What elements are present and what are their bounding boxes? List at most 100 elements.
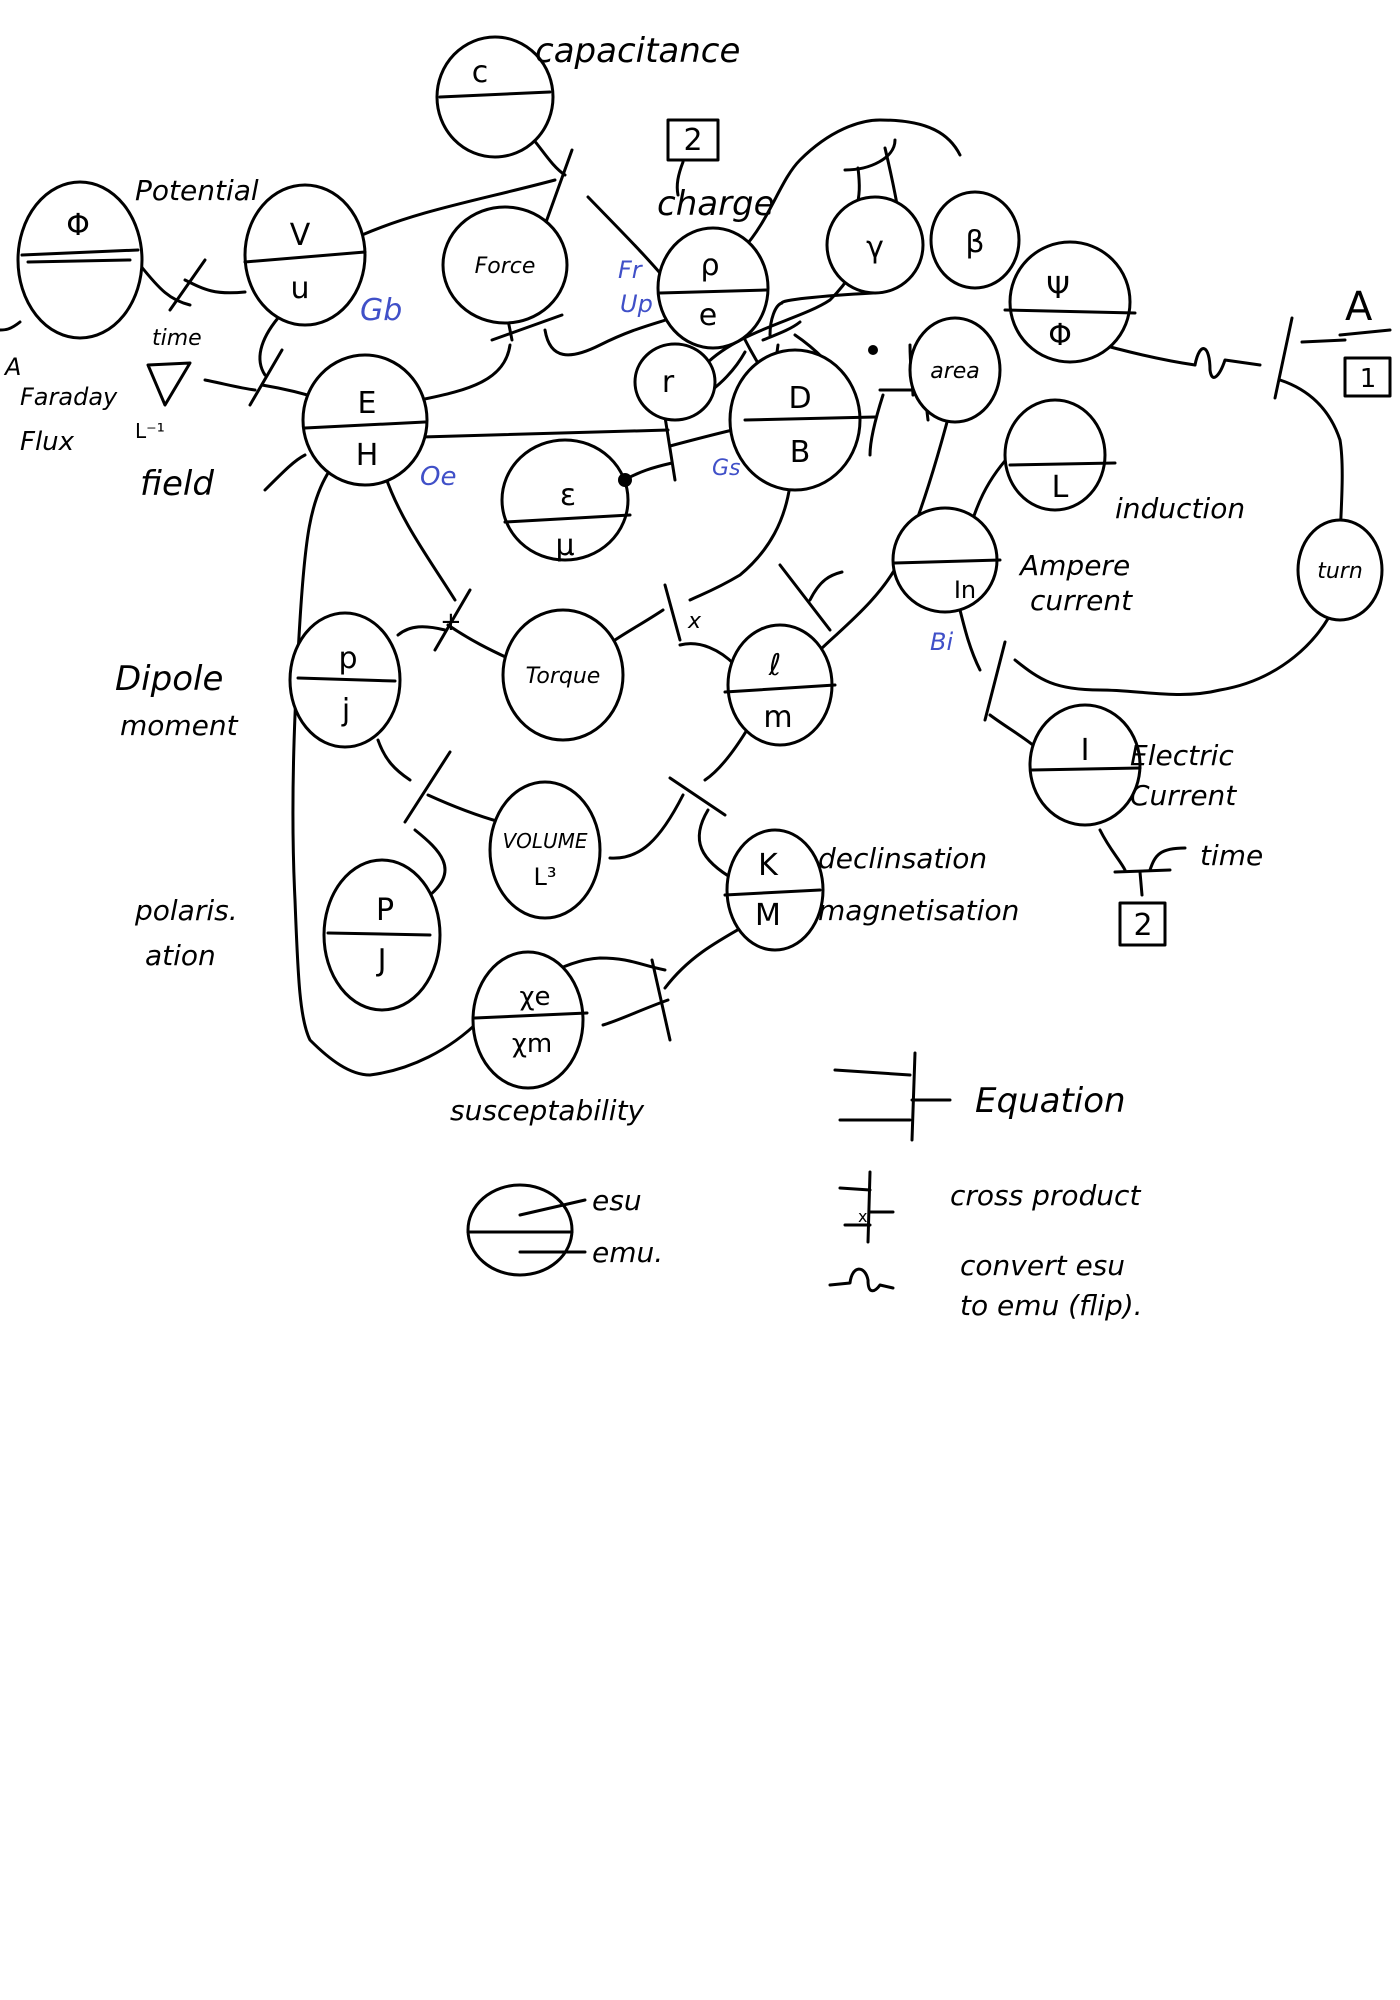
equation-bar	[543, 148, 574, 227]
edge-eq-kappa	[697, 808, 737, 882]
edge-eqbar-potential	[183, 278, 247, 295]
node-kappa[interactable]: K M	[723, 828, 825, 952]
legend-node: esu emu.	[466, 1183, 663, 1277]
edge-eq-turn	[1278, 378, 1344, 547]
lm-emu-symbol: m	[763, 700, 792, 735]
node-dipole[interactable]: p j	[288, 611, 402, 749]
inductance-emu-symbol: L	[1052, 470, 1069, 505]
node-field[interactable]: E H	[301, 353, 429, 487]
db-esu-symbol: D	[788, 381, 811, 416]
edge-eq-lm	[678, 642, 737, 667]
flux-label: Flux	[20, 427, 75, 457]
node-lm[interactable]: ℓ m	[723, 623, 837, 747]
chi-m-symbol: χm	[512, 1029, 552, 1059]
flip-glyph-icon	[828, 1267, 895, 1293]
edge-psi-db	[768, 291, 875, 337]
polarisation-label: polaris.	[134, 894, 238, 927]
turn-label: turn	[1317, 559, 1363, 584]
electric-current-label: Current	[1130, 779, 1237, 812]
phi-emu-symbol: Φ	[1048, 318, 1072, 353]
edge-eq-volume	[426, 793, 502, 824]
node-polarisation[interactable]: P J	[322, 858, 442, 1012]
edge-potential-cap	[360, 178, 557, 237]
charge-esu-symbol: ρ	[700, 248, 719, 283]
field-esu-symbol: E	[358, 386, 377, 421]
node-force[interactable]: Force	[441, 205, 569, 325]
potential-label: Potential	[135, 174, 259, 207]
node-torque[interactable]: Torque	[501, 608, 625, 742]
equation-bar	[778, 563, 832, 632]
node-potential[interactable]: V u	[243, 183, 367, 327]
edge-current-time	[1098, 828, 1127, 872]
node-inductance[interactable]: L	[1003, 398, 1117, 512]
node-eps-mu[interactable]: ε μ	[500, 438, 632, 563]
node-gamma[interactable]: γ	[825, 195, 925, 295]
electric-label: Electric	[1130, 739, 1234, 772]
edge-bar-field	[418, 343, 512, 402]
node-r[interactable]: r	[633, 342, 717, 422]
node-ampere[interactable]: In	[891, 506, 1002, 614]
equation-bar	[761, 320, 802, 342]
unit-gb: Gb	[360, 293, 402, 328]
field-emu-symbol: H	[356, 438, 379, 473]
node-psi[interactable]: Ψ Φ	[1003, 240, 1137, 364]
faraday-label: Faraday	[20, 383, 118, 411]
box-time-dimension: 2	[1118, 901, 1167, 947]
ampere-emu-symbol: In	[954, 576, 976, 604]
edge-volume-eq	[608, 793, 685, 860]
equation-bar	[1273, 316, 1294, 400]
ampere-label: Ampere	[1018, 549, 1130, 582]
dipole-emu-symbol: j	[341, 693, 350, 728]
node-db[interactable]: D B	[728, 348, 877, 492]
svg-text:2: 2	[683, 123, 702, 158]
node-current[interactable]: I	[1028, 703, 1142, 827]
node-faraday[interactable]: Φ	[16, 180, 144, 340]
box-charge-dimension: 2	[666, 118, 720, 162]
epsilon-symbol: ε	[560, 478, 576, 513]
ampere-current-label: current	[1030, 584, 1133, 617]
unit-fr: Fr	[618, 256, 644, 284]
edge-field-torque	[383, 473, 457, 602]
edge-field-db	[420, 428, 670, 439]
node-capacitance[interactable]: c	[435, 35, 555, 159]
equation-bar	[248, 348, 284, 407]
edge-arrow-a	[1338, 328, 1392, 337]
edge-eq-l	[868, 393, 885, 457]
equation-bar	[668, 776, 727, 817]
edge-lm-eq	[703, 723, 752, 782]
equation-bar	[983, 640, 1007, 722]
legend-convert-label-1: convert esu	[960, 1249, 1125, 1282]
capacitance-symbol: c	[472, 55, 489, 90]
mu-symbol: μ	[555, 528, 574, 563]
chi-e-symbol: χe	[519, 982, 550, 1012]
edge-eq-ampere	[808, 570, 844, 602]
potential-esu-symbol: V	[290, 218, 311, 253]
nabla-dimension: L⁻¹	[135, 419, 165, 443]
node-susceptibility[interactable]: χe χm	[471, 950, 589, 1090]
a-right-label: A	[1345, 284, 1373, 330]
node-charge[interactable]: ρ e	[656, 226, 770, 350]
edge-eq-torque	[613, 608, 665, 642]
edge-db-lm	[688, 483, 792, 602]
box-a-dimension: 1	[1343, 356, 1392, 398]
node-area[interactable]: area	[908, 316, 1002, 424]
edge-eq-box	[1138, 870, 1144, 897]
a-left-label: A	[3, 353, 21, 381]
svg-text:2: 2	[1133, 908, 1152, 943]
charge-label: charge	[657, 184, 775, 224]
edge-ampere-bi	[958, 608, 982, 672]
svg-text:1: 1	[1360, 364, 1377, 394]
node-beta[interactable]: β	[929, 190, 1021, 290]
edge-eq-suscept	[601, 998, 670, 1027]
node-turn[interactable]: turn	[1296, 518, 1384, 622]
edge-box-charge	[675, 160, 685, 197]
legend-cross-mark: x	[858, 1207, 867, 1226]
arrow-esu-icon	[518, 1198, 587, 1217]
node-volume[interactable]: VOLUME L³	[488, 780, 602, 920]
dot-marker	[868, 345, 878, 355]
polarisation-esu-symbol: P	[376, 893, 394, 928]
equation-bar	[843, 138, 897, 172]
star-marker	[618, 473, 632, 487]
kappa-esu-symbol: K	[758, 848, 779, 883]
psi-esu-symbol: Ψ	[1046, 271, 1070, 306]
